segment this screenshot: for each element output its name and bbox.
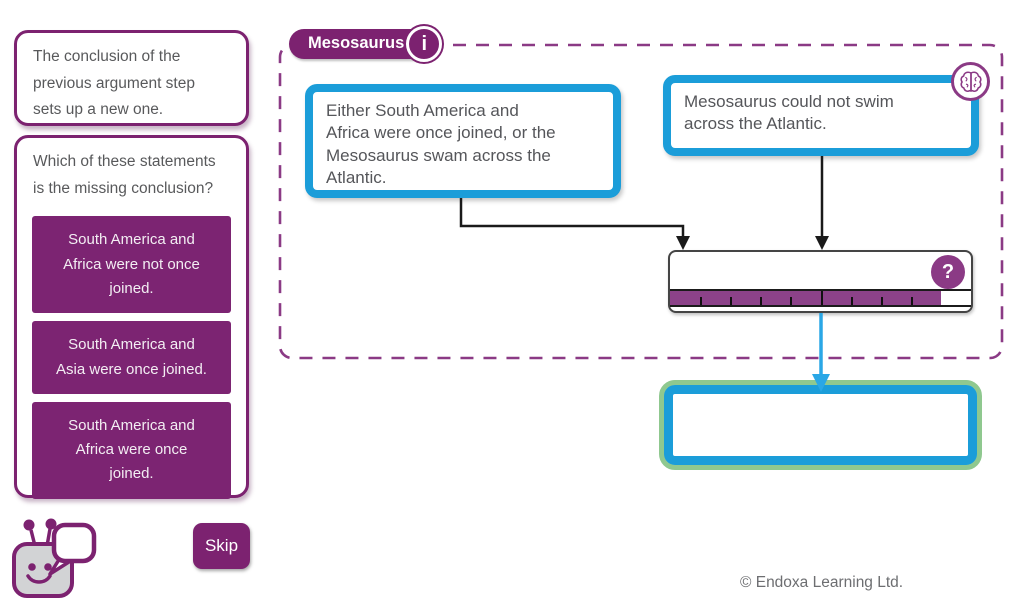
answer-option-1[interactable]: South America and Africa were not once j… [32, 216, 231, 314]
answer-drop-zone-inner [664, 385, 977, 465]
premise-box-1[interactable]: Either South America and Africa were onc… [305, 84, 621, 198]
question-box: Which of these statements is the missing… [14, 135, 249, 499]
argument-workspace [278, 43, 1004, 360]
scale-tick [790, 297, 793, 305]
premise-box-2[interactable]: Mesosaurus could not swim across the Atl… [663, 75, 979, 156]
robot-mascot-icon [12, 518, 97, 598]
answer-drop-zone[interactable] [659, 380, 982, 470]
skip-button[interactable]: Skip [193, 523, 250, 569]
scale-tick [880, 297, 883, 305]
info-icon[interactable]: i [406, 26, 443, 62]
scale-center-tick [820, 291, 823, 305]
scale-tick [730, 297, 733, 305]
scale-tick [910, 297, 913, 305]
hint-box: The conclusion of the previous argument … [14, 30, 249, 126]
scale-tick [850, 297, 853, 305]
brain-icon[interactable] [951, 62, 990, 101]
hint-text: The conclusion of the previous argument … [33, 48, 195, 119]
progress-strip [670, 289, 971, 307]
progress-fill [670, 291, 941, 305]
copyright: © Endoxa Learning Ltd. [740, 574, 904, 591]
question-text: Which of these statements is the missing… [33, 153, 216, 197]
answer-option-3[interactable]: South America and Africa were once joine… [32, 401, 231, 499]
topic-pill: Mesosaurus i [289, 26, 443, 62]
workspace-dashed-border [278, 43, 1004, 360]
answer-option-2[interactable]: South America and Asia were once joined. [32, 321, 231, 394]
scale-tick [760, 297, 763, 305]
scale-tick [700, 297, 703, 305]
inference-bar: ? [668, 250, 973, 313]
question-mark-icon[interactable]: ? [931, 255, 965, 289]
